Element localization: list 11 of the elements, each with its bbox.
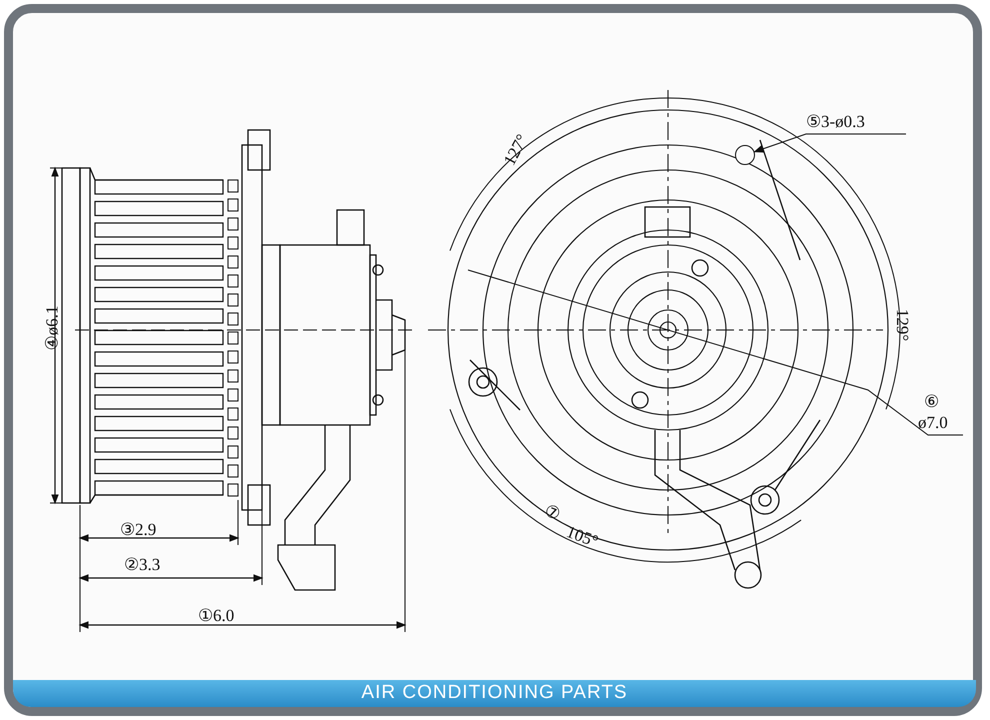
dimension-label: ③2.9 (120, 520, 156, 540)
callout-text: ⑤3-ø0.3 (806, 112, 866, 132)
dimension-label: ⑦ (542, 501, 563, 525)
dimension-label: ②3.3 (124, 555, 160, 575)
dimension-label: 127° (500, 131, 533, 169)
dimension-label: ⑥ (924, 392, 939, 412)
banner-text: AIR CONDITIONING PARTS (361, 681, 628, 706)
leader-line (754, 133, 906, 153)
dimension-label: 129° (892, 308, 912, 342)
dimension-label: ①6.0 (198, 606, 234, 626)
dimension-label: ø7.0 (918, 413, 948, 433)
